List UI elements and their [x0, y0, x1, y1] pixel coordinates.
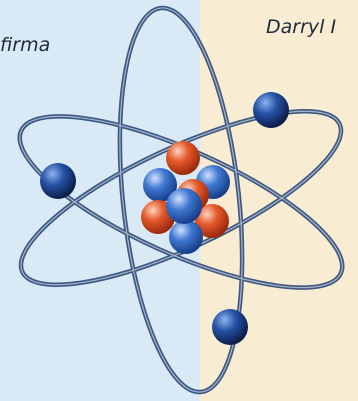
electron-top-right: [253, 92, 289, 128]
neutron: [169, 220, 203, 254]
electron-bottom: [212, 309, 248, 345]
electron-left: [40, 163, 76, 199]
neutron: [166, 188, 202, 224]
nucleus: [141, 141, 230, 254]
proton: [166, 141, 200, 175]
